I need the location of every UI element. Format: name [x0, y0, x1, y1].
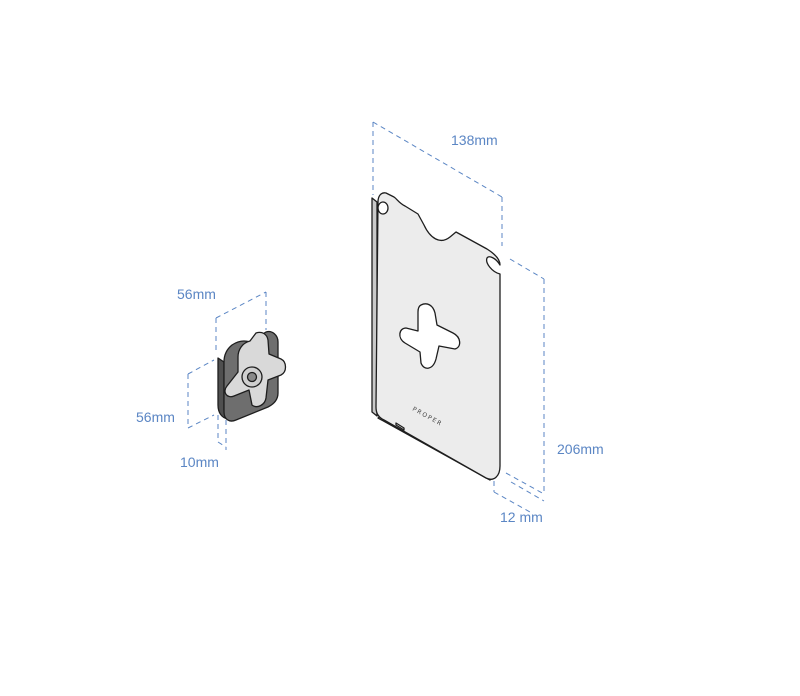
- plate-width-label: 138mm: [451, 132, 498, 148]
- adapter-screw-hole: [246, 371, 258, 383]
- plate-side-edge: [371, 197, 378, 417]
- plate-corner-hole: [377, 201, 389, 215]
- plate-cross-cutout: [399, 303, 461, 369]
- adapter-height-dimension: 56mm: [136, 359, 215, 429]
- plate-depth-dimension: 12 mm: [493, 481, 545, 525]
- mounting-plate: PROPER: [371, 192, 501, 481]
- adapter-width-dimension: 56mm: [177, 286, 267, 352]
- adapter-depth-dimension: 10mm: [180, 415, 227, 470]
- plate-height-label: 206mm: [557, 441, 604, 457]
- plate-width-dimension: 138mm: [372, 121, 503, 246]
- adapter-pad: [217, 330, 287, 422]
- adapter-depth-label: 10mm: [180, 454, 219, 470]
- adapter-width-label: 56mm: [177, 286, 216, 302]
- plate-height-dimension: 206mm: [505, 258, 604, 495]
- plate-bottom-notch: [395, 422, 405, 431]
- plate-depth-label: 12 mm: [500, 509, 543, 525]
- adapter-height-label: 56mm: [136, 409, 175, 425]
